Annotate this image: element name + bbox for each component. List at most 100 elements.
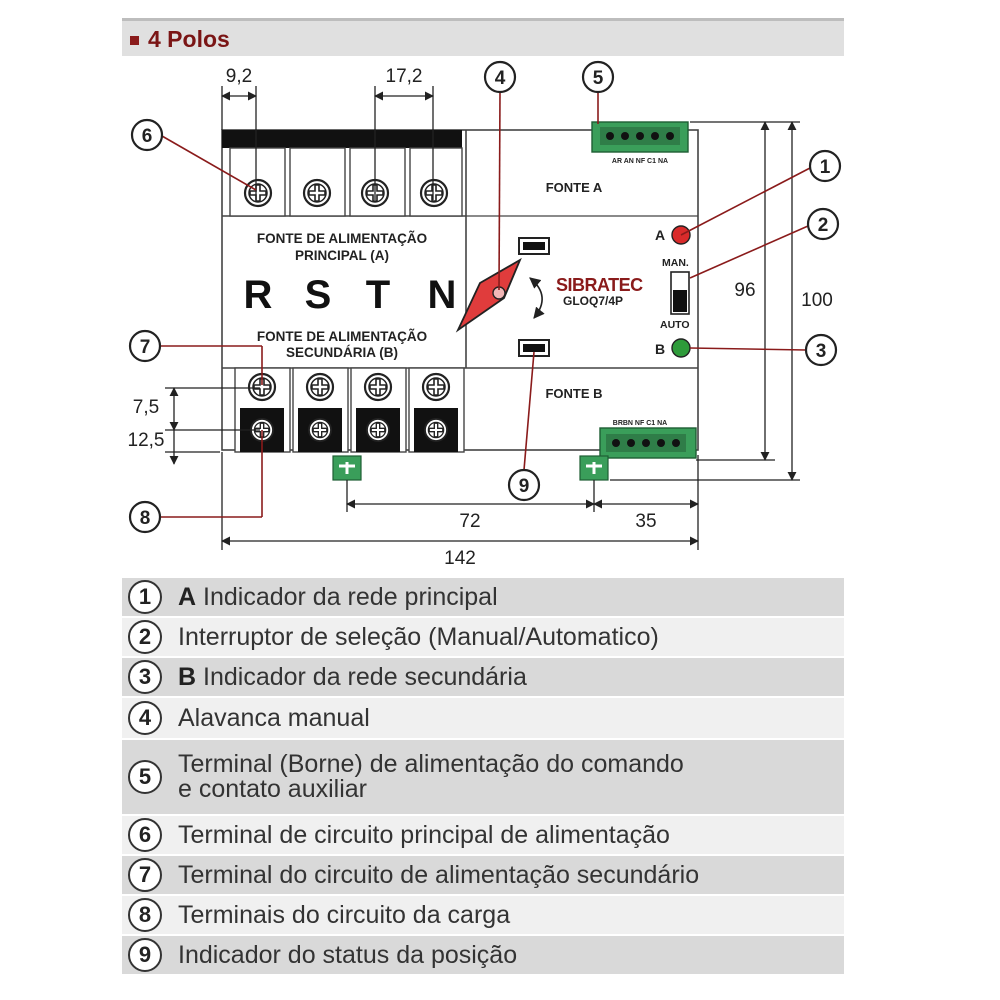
indicator-b-label: B [655,341,665,357]
dim-100: 100 [801,290,833,311]
legend-number: 3 [128,660,162,694]
top-connector-pin-labels: AR AN NF C1 NA [612,158,668,165]
legend-text: Terminal de circuito principal de alimen… [178,820,670,849]
legend-number: 2 [128,620,162,654]
legend-text: Terminal do circuito de alimentação secu… [178,860,700,889]
legend-text: Indicador da rede secundária [203,662,527,691]
top-control-connector [591,121,689,153]
manual-lever[interactable] [455,257,522,333]
svg-text:6: 6 [142,126,153,147]
secundaria-label-2: SECUNDÁRIA (B) [286,345,398,360]
callout-4: 4 [483,60,517,94]
dim-9-2: 9,2 [226,66,252,87]
legend-table: 1 A Indicador da rede principal 2 Interr… [122,578,844,976]
bottom-control-connector [599,427,697,459]
legend-number: 6 [128,818,162,852]
top-terminal-block [229,147,463,217]
phase-n: N [428,273,457,317]
dimension-values: 9,2 17,2 96 100 7,5 12,5 72 35 142 [128,66,833,569]
svg-text:5: 5 [593,68,604,89]
screw-icon [305,372,335,402]
dim-12-5: 12,5 [128,430,165,451]
header-bullet-icon [130,36,139,45]
legend-number: 1 [128,580,162,614]
phase-s: S [305,273,332,317]
screw-icon [366,418,390,442]
secundaria-label-1: FONTE DE ALIMENTAÇÃO [257,329,427,344]
svg-text:8: 8 [140,508,151,529]
callout-8: 8 [128,500,162,534]
screw-icon [243,178,273,208]
callout-3: 3 [804,333,838,367]
rotate-arrow-icon [529,277,545,319]
dim-96: 96 [734,280,755,301]
man-label: MAN. [662,257,689,269]
legend-bold: B [178,662,197,691]
legend-row-6: 6 Terminal de circuito principal de alim… [122,816,844,856]
dim-142: 142 [444,548,476,569]
screw-icon [302,178,332,208]
auto-label: AUTO [660,319,690,331]
legend-row-8: 8 Terminais do circuito da carga [122,896,844,936]
svg-text:9: 9 [519,476,530,497]
manual-auto-switch[interactable] [670,271,690,315]
callout-6: 6 [130,118,164,152]
legend-row-7: 7 Terminal do circuito de alimentação se… [122,856,844,896]
dim-7-5: 7,5 [133,397,159,418]
svg-text:7: 7 [140,337,151,358]
principal-label-1: FONTE DE ALIMENTAÇÃO [257,231,427,246]
callout-9: 9 [507,468,541,502]
legend-text: Interruptor de seleção (Manual/Automatic… [178,622,659,651]
svg-text:3: 3 [816,341,827,362]
legend-text-line2: e contato auxiliar [178,775,368,803]
screw-icon [308,418,332,442]
legend-text: Terminais do circuito da carga [178,900,511,929]
legend-row-5: 5 Terminal (Borne) de alimentação do com… [122,740,844,816]
screw-icon [363,372,393,402]
callout-7: 7 [128,329,162,363]
device-diagram: FONTE DE ALIMENTAÇÃO PRINCIPAL (A) R S T… [128,60,842,569]
legend-row-9: 9 Indicador do status da posição [122,936,844,976]
legend-row-2: 2 Interruptor de seleção (Manual/Automat… [122,618,844,658]
legend-number: 9 [128,938,162,972]
legend-row-1: 1 A Indicador da rede principal [122,578,844,618]
bottom-connector-pin-labels: BRBN NF C1 NA [613,420,667,427]
position-window-top [523,242,545,250]
dim-72: 72 [459,511,480,532]
callouts: 1 2 3 4 5 6 7 8 9 [128,60,842,534]
position-window-bottom [523,344,545,352]
legend-text: Indicador da rede principal [203,582,498,611]
legend-number: 4 [128,701,162,735]
dim-35: 35 [635,511,656,532]
model-label: GLOQ7/4P [563,294,623,308]
svg-text:1: 1 [820,157,831,178]
brand-logo: SIBRATEC [556,275,643,295]
screw-icon [424,418,448,442]
callout-5: 5 [581,60,615,94]
dim-17-2: 17,2 [386,66,423,87]
phase-t: T [366,273,390,317]
dimension-lines [165,86,800,550]
callout-1: 1 [808,149,842,183]
principal-label-2: PRINCIPAL (A) [295,248,389,263]
section-header: 4 Polos [122,18,844,56]
indicator-b-led [671,338,691,358]
legend-row-4: 4 Alavanca manual [122,698,844,740]
legend-bold: A [178,582,197,611]
screw-icon [419,178,449,208]
legend-text: Terminal (Borne) de alimentação do coman… [178,750,684,778]
phase-r: R [244,273,273,317]
fonte-b-label: FONTE B [545,386,602,401]
indicator-a-label: A [655,227,665,243]
svg-text:4: 4 [495,68,506,89]
legend-row-3: 3 B Indicador da rede secundária [122,658,844,698]
callout-leaders [160,91,811,518]
fonte-a-label: FONTE A [546,180,603,195]
legend-number: 7 [128,858,162,892]
screw-icon [421,372,451,402]
din-clip-right [579,455,609,481]
legend-number: 8 [128,898,162,932]
din-clip-left [332,455,362,481]
legend-number: 5 [128,760,162,794]
svg-text:2: 2 [818,215,829,236]
